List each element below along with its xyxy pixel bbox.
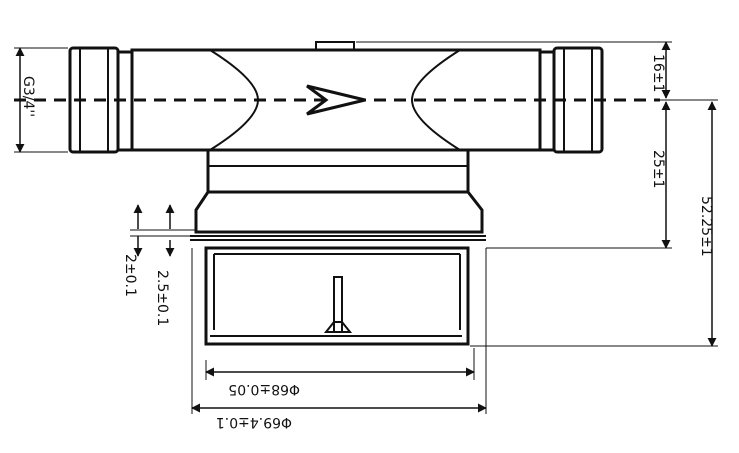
dim-left-small-2: 2.5±0.1: [154, 270, 170, 326]
dim-right-middle: 25±1: [650, 150, 666, 188]
dim-left-height: G3/4'': [20, 76, 36, 117]
dim-right-total: 52.25±1: [698, 196, 714, 257]
dim-top-right: 16±1: [650, 54, 666, 92]
dim-left-small-1: 2±0.1: [122, 254, 138, 297]
dim-bottom-outer: Φ69.4±0.1: [216, 414, 292, 430]
dim-bottom-inner: Φ68±0.05: [228, 381, 300, 397]
flow-arrow-icon: [306, 84, 366, 116]
lower-housing: [190, 148, 486, 346]
right-fitting: [538, 46, 604, 154]
pipe-body: [130, 41, 542, 152]
